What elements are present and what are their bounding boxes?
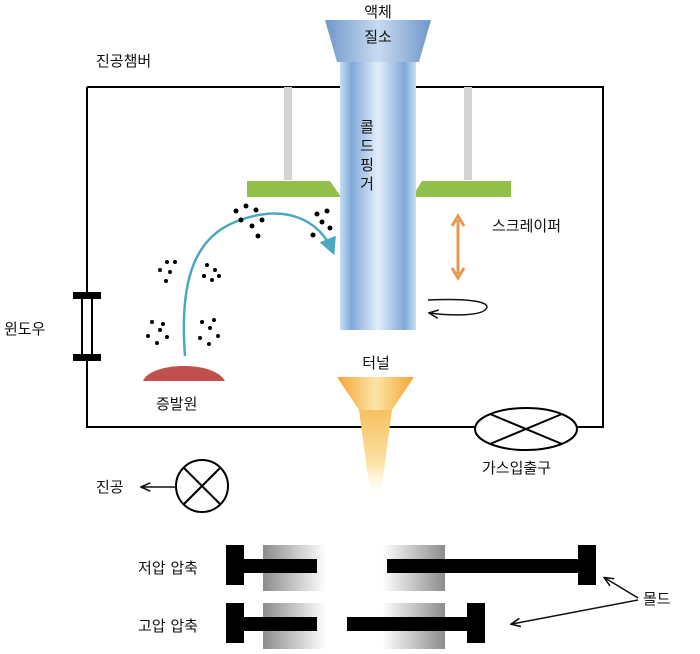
gas-inlet-label: 가스입출구: [482, 459, 551, 477]
vacuum-valve-icon: [175, 459, 229, 513]
vacuum-label: 진공: [96, 478, 124, 496]
liquid-nitrogen-funnel: [325, 20, 431, 62]
evaporation-source-label: 증발원: [156, 395, 197, 413]
rotation-arrow: [428, 298, 488, 314]
mold-label: 몰드: [643, 590, 671, 608]
scraper-rod-left: [284, 87, 292, 180]
scraper-motion-arrow: [450, 213, 466, 281]
gas-inlet-valve-icon: [474, 407, 578, 451]
chamber-label: 진공챔버: [96, 52, 151, 70]
low-pressure-label: 저압 압축: [138, 559, 198, 577]
liquid-nitrogen-label-2: 질소: [364, 28, 392, 46]
scraper-rod-right: [464, 87, 472, 180]
evaporation-source: [143, 365, 225, 381]
tunnel-funnel: [337, 377, 414, 410]
vacuum-chamber-outline: [86, 86, 604, 428]
window: [73, 292, 101, 361]
scraper-plate-right: [412, 181, 511, 197]
cold-finger: [340, 58, 416, 330]
tunnel-label: 터널: [362, 354, 390, 372]
scraper-label: 스크레이퍼: [492, 217, 561, 235]
scraper-plate-left: [247, 181, 341, 197]
mold-arrow-lower: [512, 599, 639, 624]
particle-trajectory-arrow: [182, 212, 336, 357]
particle-clusters: [146, 203, 333, 346]
low-pressure-mold: [226, 545, 596, 591]
high-pressure-mold: [226, 603, 485, 649]
high-pressure-label: 고압 압축: [138, 617, 198, 635]
mold-arrow-upper: [605, 578, 639, 599]
window-label: 윈도우: [4, 320, 46, 338]
tunnel-beam: [359, 410, 392, 500]
liquid-nitrogen-label-1: 액체: [364, 3, 392, 21]
